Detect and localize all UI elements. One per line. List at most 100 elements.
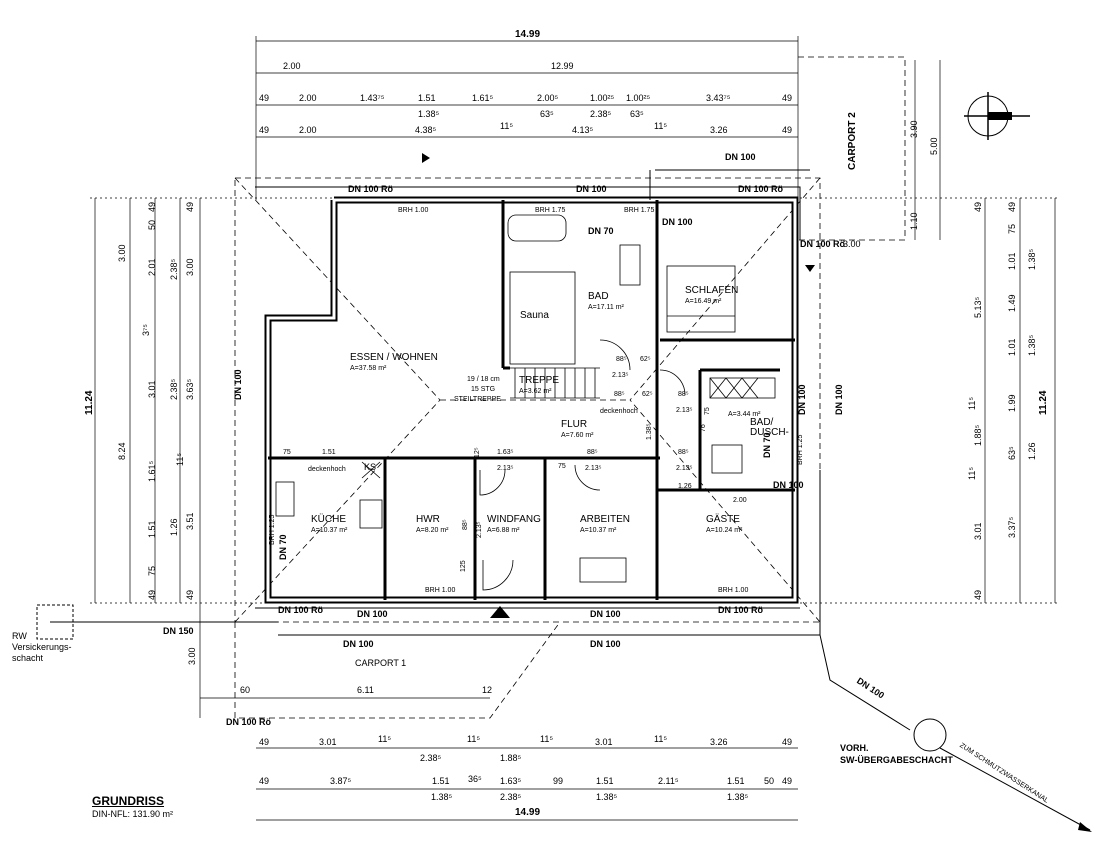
dim-right-a7: 49 (973, 589, 983, 600)
note-deckenhoch1: deckenhoch (600, 408, 638, 415)
dim-b2b-3: 1.38⁵ (727, 792, 749, 802)
dim-top-r2-8: 3.43⁷⁵ (706, 93, 731, 103)
dim-left-b2: 3⁷⁵ (141, 324, 151, 336)
dim-top-r2-2: 1.43⁷⁵ (360, 93, 385, 103)
dim-top-r1-0: 2.00 (283, 61, 301, 71)
pipe-dn100-right1: DN 100 (797, 384, 807, 415)
dim-inner-213d: 2.13⁵ (676, 407, 693, 414)
dim-top-r2-3: 1.51 (418, 93, 436, 103)
stair-spec: 19 / 18 cm (467, 376, 500, 383)
dim-left-d4: 49 (185, 589, 195, 600)
dim-b1-8: 49 (782, 737, 793, 747)
dim-top-r2-6: 1.00²⁵ (590, 93, 615, 103)
dim-b1-2: 11⁵ (378, 734, 392, 744)
dim-inner-88c: 88⁵ (678, 391, 689, 398)
dim-inner-75a: 75 (283, 449, 291, 456)
shaft-label-2: SW-ÜBERGABESCHACHT (840, 755, 953, 765)
pipe-dn70-dusch: DN 70 (762, 432, 772, 458)
dim-top-r3-6: 3.26 (710, 125, 728, 135)
dim-inner-125: 125 (460, 560, 467, 572)
dim-b1-3: 11⁵ (467, 734, 481, 744)
dim-top-r2-1: 2.00 (299, 93, 317, 103)
dim-b0-0: 60 (240, 685, 251, 695)
dim-b2-8: 1.51 (727, 776, 745, 786)
pipe-dn100-r-dim: 3.00 (843, 239, 861, 249)
dim-left-d3: 3.51 (185, 512, 195, 530)
pipe-dn100-b4: DN 100 (590, 639, 621, 649)
dim-right-b5: 63⁵ (1007, 446, 1017, 460)
dim-top-total: 14.99 (515, 29, 541, 40)
brh-2: BRH 1.75 (535, 207, 566, 214)
pipe-dn100-b1: DN 100 (357, 609, 388, 619)
dim-right-a4: 1.88⁵ (973, 424, 983, 446)
dim-right-c0: 49 (1007, 201, 1017, 212)
dim-b2-5: 99 (553, 776, 564, 786)
dim-left-c0: 50 (147, 219, 157, 230)
dim-left-b4: 1.61⁵ (147, 460, 157, 482)
pipe-dn100ro-carport: DN 100 Rö (226, 717, 272, 727)
dim-inner-88d: 88⁵ (616, 356, 627, 363)
dim-right-total: 11.24 (1038, 390, 1049, 415)
dim-top-r3-7: 49 (782, 125, 793, 135)
brh-3: BRH 1.75 (624, 207, 655, 214)
pipe-dn150: DN 150 (163, 626, 194, 636)
dim-b1b-0: 2.38⁵ (420, 753, 442, 763)
dim-top-r2-9: 49 (782, 93, 793, 103)
dim-inner-163: 1.63⁵ (497, 449, 514, 456)
pipe-dn100ro-br: DN 100 Rö (718, 605, 764, 615)
carport1-label: CARPORT 1 (355, 658, 407, 668)
dim-b2-10: 49 (782, 776, 793, 786)
brh-6: BRH 1.25 (797, 434, 804, 465)
dim-top-r3-2: 4.38⁵ (415, 125, 437, 135)
dim-b1b-1: 1.88⁵ (500, 753, 522, 763)
dim-inner-151: 1.51 (322, 449, 336, 456)
dim-right-b2: 1.49 (1007, 294, 1017, 312)
dim-left-a1: 8.24 (117, 442, 127, 460)
dim-b0-1: 6.11 (357, 685, 374, 695)
stair-type: STEILTREPPE (454, 396, 501, 403)
dim-top-r2-0: 49 (259, 93, 270, 103)
pipe-dn100-top: DN 100 (576, 184, 607, 194)
dim-b1-0: 49 (259, 737, 270, 747)
dim-bottom-total: 14.99 (515, 807, 541, 818)
dim-top-r3-3: 11⁵ (500, 121, 514, 131)
dim-top-r2-7: 1.00²⁵ (626, 93, 651, 103)
pipe-dn100-bad: DN 100 (662, 217, 693, 227)
dim-inner-213f: 2.13⁵ (476, 521, 483, 538)
dim-top-r3-0: 49 (259, 125, 270, 135)
dim-right-c1: 1.38⁵ (1027, 248, 1037, 270)
dim-left-b3: 3.01 (147, 380, 157, 398)
dim-top-r2b-3: 63⁵ (630, 109, 644, 119)
dim-inner-75c: 75 (704, 407, 711, 415)
dim-top-r2b-2: 2.38⁵ (590, 109, 612, 119)
dim-inner-200: 2.00 (733, 497, 747, 504)
dim-inner-213a: 2.13⁵ (497, 465, 514, 472)
dim-left-a2: 3.00 (187, 647, 197, 665)
dim-right-b3: 1.01 (1007, 338, 1017, 356)
dim-b2-0: 49 (259, 776, 270, 786)
dim-b1-4: 11⁵ (540, 734, 554, 744)
plan-subtitle: DIN-NFL: 131.90 m² (92, 809, 174, 819)
dim-inner-88e: 88⁵ (614, 391, 625, 398)
dim-left-b0: 49 (147, 201, 157, 212)
note-deckenhoch2: deckenhoch (308, 466, 346, 473)
dim-left-a0: 3.00 (117, 244, 127, 262)
dim-inner-126: 1.26 (678, 483, 692, 490)
dim-inner-76: 76 (700, 424, 707, 432)
dim-inner-62a: 62⁵ (640, 356, 651, 363)
dim-b2-3: 36⁵ (468, 774, 482, 784)
dim-right-b6: 3.37⁵ (1007, 516, 1017, 538)
dim-b2-9: 50 (764, 776, 775, 786)
dim-top-r2b-0: 1.38⁵ (418, 109, 440, 119)
dim-b0-2: 12 (482, 685, 493, 695)
brh-1: BRH 1.00 (398, 207, 429, 214)
pipe-dn70-bad: DN 70 (588, 226, 614, 236)
carport2-label: CARPORT 2 (847, 112, 858, 170)
